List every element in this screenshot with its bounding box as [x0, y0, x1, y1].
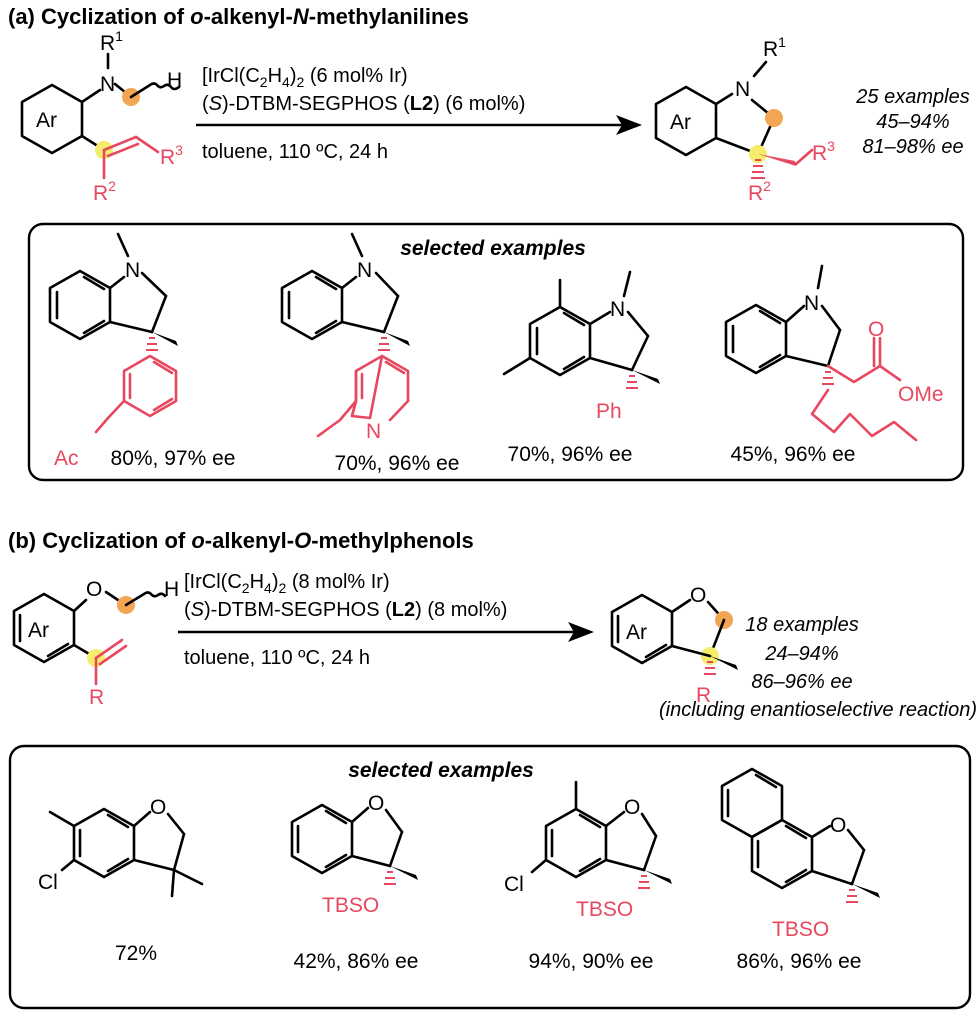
- nitrogen-atom: N: [804, 292, 819, 315]
- example-a4: N O OMe 45%, 96% ee: [724, 264, 944, 466]
- part-a-heading: (a) Cyclization of o-alkenyl-N-methylani…: [8, 4, 469, 29]
- example-yield: 42%, 86% ee: [294, 950, 419, 973]
- examples-count: 18 examples: [745, 614, 858, 636]
- h-atom: H: [164, 578, 179, 601]
- orange-dot: [765, 109, 783, 127]
- example-a3: N Ph 70%, 96% ee: [502, 270, 660, 466]
- selected-examples-box: [27, 222, 965, 482]
- catalyst-text: [IrCl(C2H4)2 (6 mol% Ir): [202, 65, 408, 90]
- pyridine-nitrogen: N: [366, 420, 381, 443]
- acetyl-label: Ac: [54, 447, 79, 470]
- ligand-text: (S)-DTBM-SEGPHOS (L2) (6 mol%): [202, 93, 525, 115]
- oxygen-atom: O: [86, 578, 102, 601]
- r2-label: R2: [93, 178, 116, 205]
- ee-range: 86–96% ee: [751, 671, 852, 693]
- part-b-conditions: [IrCl(C2H4)2 (8 mol% Ir) (S)-DTBM-SEGPHO…: [178, 571, 594, 669]
- ar-label: Ar: [626, 621, 647, 644]
- ar-label: Ar: [28, 619, 49, 642]
- part-b-starting-material: O H Ar R: [12, 578, 179, 709]
- selected-examples-title: selected examples: [348, 759, 534, 782]
- example-yield: 45%, 96% ee: [731, 443, 856, 466]
- methoxy-label: OMe: [898, 383, 944, 406]
- part-a-conditions: [IrCl(C2H4)2 (6 mol% Ir) (S)-DTBM-SEGPHO…: [196, 65, 642, 163]
- selected-examples-box: [8, 744, 972, 1010]
- r2-label: R2: [748, 178, 771, 205]
- example-yield: 72%: [115, 942, 157, 965]
- tbso-label: TBSO: [772, 918, 829, 941]
- part-b-summary: 18 examples 24–94% 86–96% ee (including …: [659, 614, 977, 721]
- tbso-label: TBSO: [576, 898, 633, 921]
- phenyl-label: Ph: [596, 400, 622, 423]
- example-yield: 86%, 96% ee: [737, 950, 862, 973]
- oxygen-atom: O: [624, 796, 640, 819]
- nitrogen-atom: N: [735, 78, 750, 101]
- example-yield: 80%, 97% ee: [111, 447, 236, 470]
- part-a: (a) Cyclization of o-alkenyl-N-methylani…: [8, 4, 970, 482]
- oxygen-atom: O: [368, 792, 384, 815]
- example-yield: 94%, 90% ee: [529, 950, 654, 973]
- r-label: R: [696, 684, 711, 707]
- solvent-text: toluene, 110 ºC, 24 h: [184, 647, 370, 669]
- solvent-text: toluene, 110 ºC, 24 h: [202, 141, 388, 163]
- r3-label: R3: [160, 142, 183, 169]
- example-b3: Cl O TBSO 94%, 90% ee: [504, 780, 672, 973]
- r3-label: R3: [812, 138, 835, 165]
- example-b4: O TBSO 86%, 96% ee: [720, 767, 880, 973]
- r1-label: R1: [100, 28, 123, 55]
- examples-count: 25 examples: [855, 86, 969, 108]
- r-label: R: [89, 686, 104, 709]
- oxygen-atom: O: [150, 796, 166, 819]
- nitrogen-atom: N: [100, 73, 115, 96]
- tbso-label: TBSO: [322, 894, 379, 917]
- part-b-product: O Ar R: [610, 584, 738, 707]
- chlorine-label: Cl: [504, 873, 524, 896]
- part-b: (b) Cyclization of o-alkenyl-O-methylphe…: [8, 528, 977, 1010]
- yield-range: 45–94%: [876, 111, 949, 133]
- example-b2: O TBSO 42%, 86% ee: [290, 792, 419, 973]
- carbonyl-oxygen: O: [868, 318, 884, 341]
- example-yield: 70%, 96% ee: [508, 443, 633, 466]
- part-a-product: N R1 Ar R3 R2: [654, 34, 835, 205]
- example-yield: 70%, 96% ee: [335, 452, 460, 475]
- nitrogen-atom: N: [357, 259, 372, 282]
- oxygen-atom: O: [830, 814, 846, 837]
- example-a2: N N 70%, 96% ee: [280, 232, 460, 475]
- nitrogen-atom: N: [125, 259, 140, 282]
- yield-range: 24–94%: [764, 643, 838, 665]
- nitrogen-atom: N: [610, 298, 625, 321]
- chlorine-label: Cl: [38, 871, 58, 894]
- ee-range: 81–98% ee: [862, 136, 963, 158]
- example-b1: Cl O 72%: [38, 796, 204, 965]
- part-a-starting-material: N R1 H Ar R3 R2: [20, 28, 183, 205]
- part-a-summary: 25 examples 45–94% 81–98% ee: [855, 86, 969, 158]
- h-atom: H: [167, 69, 182, 92]
- summary-note: (including enantioselective reaction): [659, 699, 977, 721]
- ar-label: Ar: [670, 111, 691, 134]
- catalyst-text: [IrCl(C2H4)2 (8 mol% Ir): [184, 571, 390, 596]
- selected-examples-title: selected examples: [400, 237, 586, 260]
- example-a1: N Ac 80%, 97% ee: [48, 232, 236, 470]
- ar-label: Ar: [36, 109, 57, 132]
- r1-label: R1: [763, 34, 786, 61]
- ligand-text: (S)-DTBM-SEGPHOS (L2) (8 mol%): [184, 599, 507, 621]
- oxygen-atom: O: [690, 584, 706, 607]
- part-b-heading: (b) Cyclization of o-alkenyl-O-methylphe…: [8, 528, 474, 553]
